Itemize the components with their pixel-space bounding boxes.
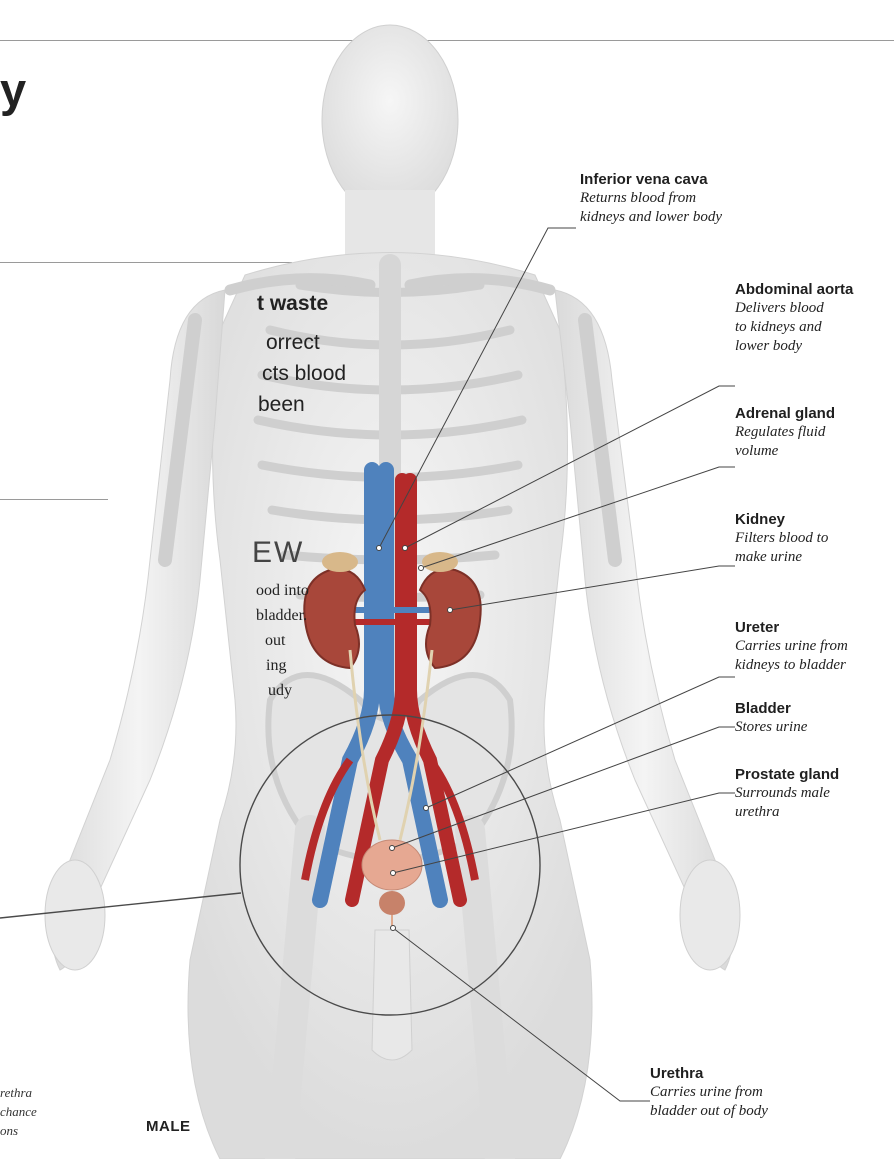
label-desc-line: Carries urine from — [650, 1083, 768, 1102]
body-line-3: out — [265, 628, 285, 653]
label-abdominal-aorta: Abdominal aorta Delivers blood to kidney… — [735, 280, 853, 356]
label-desc-line: Returns blood from — [580, 189, 722, 208]
lead-bold: t waste — [257, 292, 328, 315]
label-bladder: Bladder Stores urine — [735, 699, 807, 737]
label-desc-line: make urine — [735, 548, 828, 567]
lead-line-2: cts blood — [262, 358, 346, 389]
caption-line-2: chance — [0, 1102, 37, 1121]
label-desc-line: bladder out of body — [650, 1102, 768, 1121]
body-line-1: ood into — [256, 578, 309, 603]
overview-heading: EW — [252, 536, 304, 570]
label-desc-line: Carries urine from — [735, 637, 848, 656]
label-name: Adrenal gland — [735, 404, 835, 423]
label-ureter: Ureter Carries urine from kidneys to bla… — [735, 618, 848, 675]
caption-line-3: ons — [0, 1121, 18, 1140]
label-urethra: Urethra Carries urine from bladder out o… — [650, 1064, 768, 1121]
label-desc-line: to kidneys and — [735, 318, 853, 337]
label-desc-line: kidneys to bladder — [735, 656, 848, 675]
label-name: Inferior vena cava — [580, 170, 722, 189]
body-line-2: bladder. — [256, 603, 307, 628]
label-desc-line: kidneys and lower body — [580, 208, 722, 227]
label-desc-line: urethra — [735, 803, 839, 822]
label-name: Abdominal aorta — [735, 280, 853, 299]
heading-fragment: y — [0, 66, 26, 113]
label-kidney: Kidney Filters blood to make urine — [735, 510, 828, 567]
label-inferior-vena-cava: Inferior vena cava Returns blood from ki… — [580, 170, 722, 227]
label-name: Prostate gland — [735, 765, 839, 784]
label-desc-line: Delivers blood — [735, 299, 853, 318]
label-name: Ureter — [735, 618, 848, 637]
label-adrenal-gland: Adrenal gland Regulates fluid volume — [735, 404, 835, 461]
label-name: Kidney — [735, 510, 828, 529]
label-desc-line: Stores urine — [735, 718, 807, 737]
lead-line-3: been — [258, 389, 305, 420]
figure-label-male: MALE — [146, 1118, 191, 1135]
label-prostate-gland: Prostate gland Surrounds male urethra — [735, 765, 839, 822]
lead-paragraph: t waste — [257, 288, 328, 319]
label-desc-line: Filters blood to — [735, 529, 828, 548]
label-name: Urethra — [650, 1064, 768, 1083]
label-name: Bladder — [735, 699, 807, 718]
lead-line-1: orrect — [266, 327, 320, 358]
body-line-4: ing — [266, 653, 286, 678]
caption-line-1: rethra — [0, 1083, 32, 1102]
label-desc-line: lower body — [735, 337, 853, 356]
label-desc-line: Regulates fluid — [735, 423, 835, 442]
label-desc-line: volume — [735, 442, 835, 461]
body-line-5: udy — [268, 678, 292, 703]
label-desc-line: Surrounds male — [735, 784, 839, 803]
